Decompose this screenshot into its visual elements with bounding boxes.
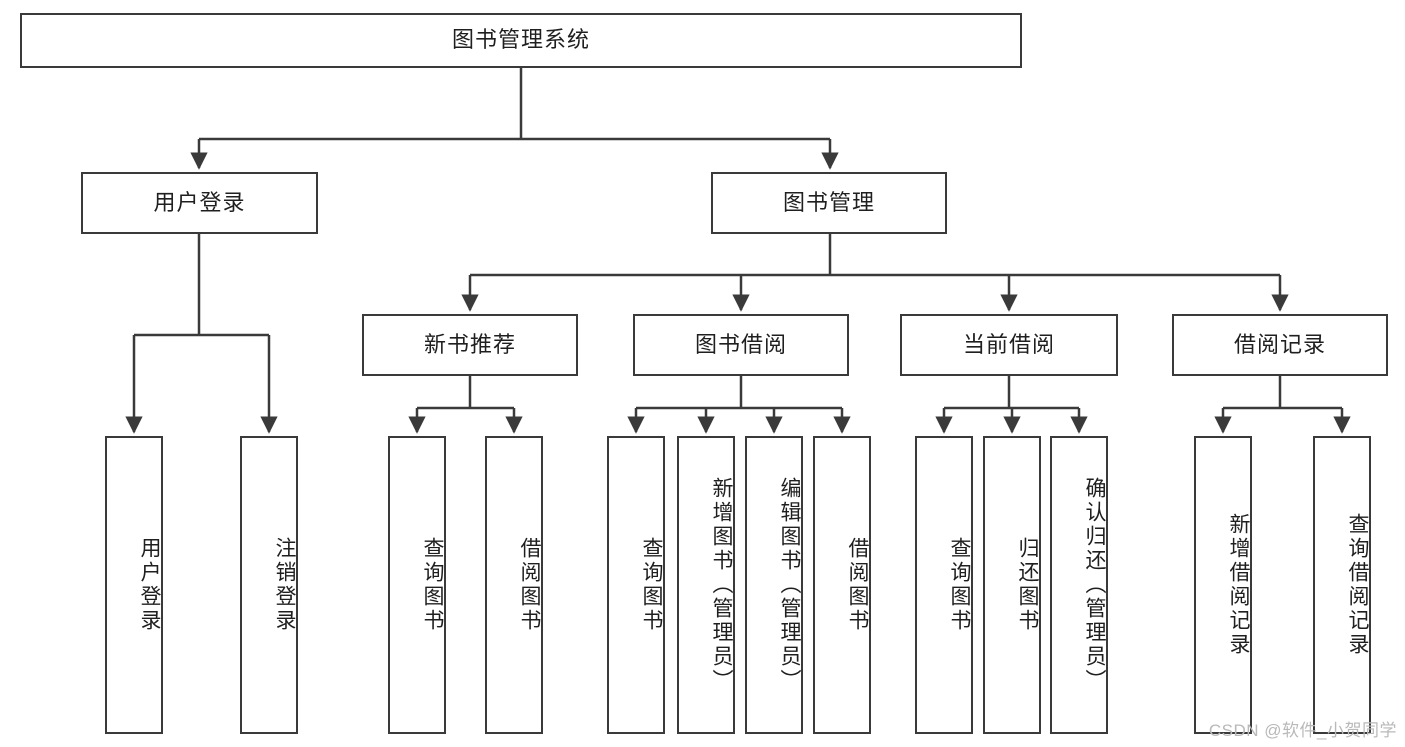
- node-user-login-label: 用户登录: [153, 189, 246, 215]
- node-leaf-query-book-c[interactable]: 查询图书: [915, 436, 973, 734]
- node-leaf-borrow-book-rec-label: 借阅图书: [518, 537, 541, 633]
- node-leaf-query-record-label: 查询借阅记录: [1346, 513, 1369, 657]
- node-book-manage[interactable]: 图书管理: [711, 172, 947, 234]
- node-book-borrow[interactable]: 图书借阅: [633, 314, 849, 376]
- node-leaf-edit-book[interactable]: 编辑图书（管理员）: [745, 436, 803, 734]
- node-root-label: 图书管理系统: [451, 27, 590, 53]
- node-current-borrow-label: 当前借阅: [962, 331, 1055, 357]
- node-new-book-rec-label: 新书推荐: [423, 331, 516, 357]
- node-user-login[interactable]: 用户登录: [81, 172, 318, 234]
- node-leaf-confirm-return[interactable]: 确认归还（管理员）: [1050, 436, 1108, 734]
- node-leaf-add-book[interactable]: 新增图书（管理员）: [677, 436, 735, 734]
- node-leaf-query-book-rec[interactable]: 查询图书: [388, 436, 446, 734]
- node-leaf-borrow-book-rec[interactable]: 借阅图书: [485, 436, 543, 734]
- node-book-borrow-label: 图书借阅: [694, 331, 787, 357]
- node-current-borrow[interactable]: 当前借阅: [900, 314, 1118, 376]
- node-leaf-query-book-b[interactable]: 查询图书: [607, 436, 665, 734]
- node-leaf-query-book-c-label: 查询图书: [948, 537, 971, 633]
- node-leaf-query-book-b-label: 查询图书: [640, 537, 663, 633]
- node-leaf-return-book[interactable]: 归还图书: [983, 436, 1041, 734]
- node-new-book-rec[interactable]: 新书推荐: [362, 314, 578, 376]
- node-borrow-record[interactable]: 借阅记录: [1172, 314, 1388, 376]
- node-leaf-borrow-book-b[interactable]: 借阅图书: [813, 436, 871, 734]
- node-leaf-logout-label: 注销登录: [273, 537, 296, 633]
- node-leaf-query-book-rec-label: 查询图书: [421, 537, 444, 633]
- node-leaf-add-record[interactable]: 新增借阅记录: [1194, 436, 1252, 734]
- node-leaf-user-login-label: 用户登录: [138, 537, 161, 633]
- node-leaf-add-record-label: 新增借阅记录: [1227, 513, 1250, 657]
- node-leaf-user-login[interactable]: 用户登录: [105, 436, 163, 734]
- node-root[interactable]: 图书管理系统: [20, 13, 1022, 68]
- csdn-watermark: CSDN @软件_小贺同学: [1208, 721, 1397, 740]
- node-leaf-logout[interactable]: 注销登录: [240, 436, 298, 734]
- node-leaf-return-book-label: 归还图书: [1016, 537, 1039, 633]
- node-leaf-edit-book-label: 编辑图书（管理员）: [778, 477, 801, 693]
- node-leaf-add-book-label: 新增图书（管理员）: [710, 477, 733, 693]
- node-borrow-record-label: 借阅记录: [1233, 331, 1326, 357]
- node-leaf-borrow-book-b-label: 借阅图书: [846, 537, 869, 633]
- node-leaf-query-record[interactable]: 查询借阅记录: [1313, 436, 1371, 734]
- node-book-manage-label: 图书管理: [782, 189, 875, 215]
- node-leaf-confirm-return-label: 确认归还（管理员）: [1083, 477, 1106, 693]
